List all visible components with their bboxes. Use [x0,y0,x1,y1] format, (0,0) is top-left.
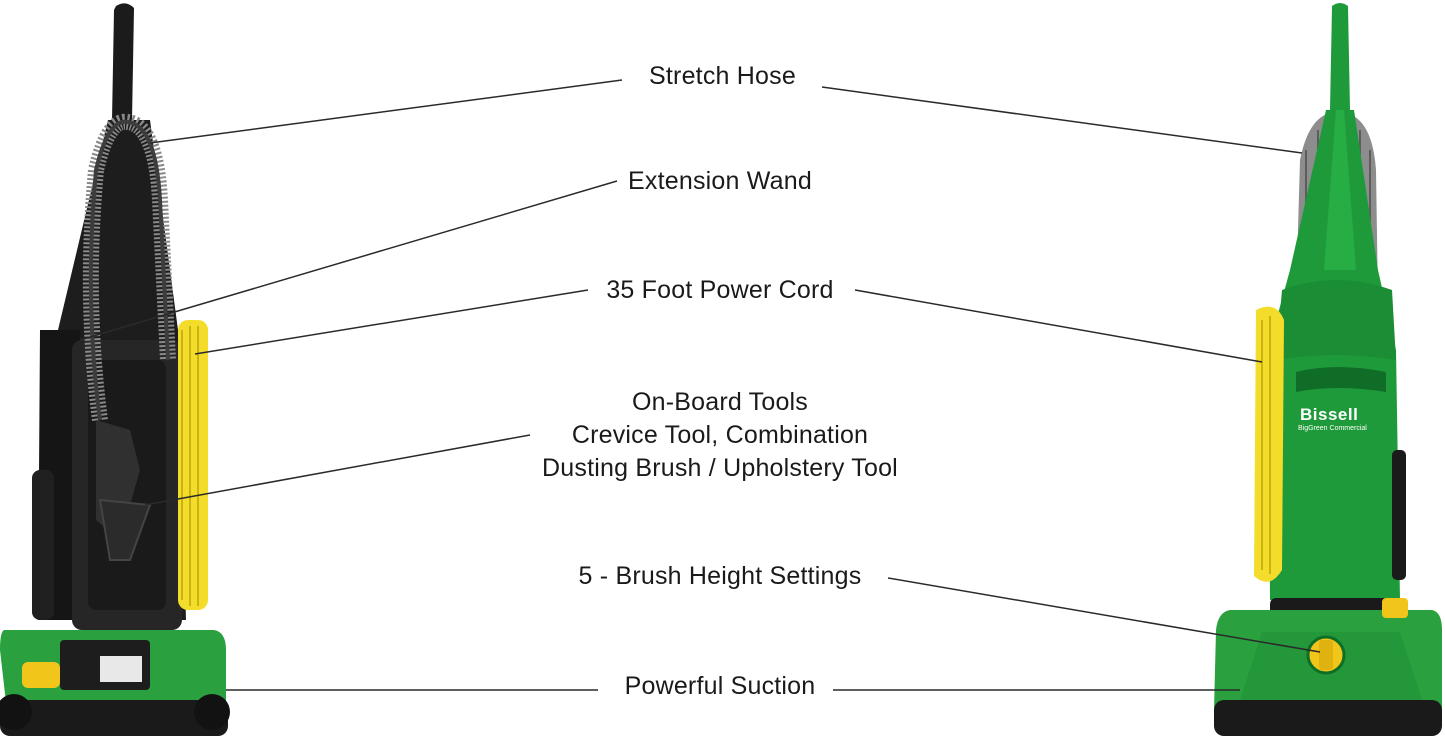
rear-handle [112,3,134,120]
callout-stretch-hose-text: Stretch Hose [649,62,796,90]
leader-cord-right [854,289,1263,363]
rear-power-cord [178,320,208,610]
front-handle [1330,3,1350,110]
callout-power-cord: 35 Foot Power Cord [560,274,880,307]
leader-cord-left [194,289,589,355]
callout-onboard-tools-line2: Crevice Tool, Combination [571,421,869,449]
rear-wheel-left [0,694,32,730]
rear-yellow-pedal [22,662,60,688]
vacuum-rear-view [0,3,230,736]
callout-suction-text: Powerful Suction [624,672,816,700]
callout-extension-wand: Extension Wand [560,165,880,198]
vacuum-front-view [1214,3,1442,736]
callout-extension-wand-text: Extension Wand [628,167,812,195]
callout-onboard-tools-line1: On-Board Tools [631,388,809,416]
bissell-logo: Bissell BigGreen Commercial [1298,405,1367,432]
svg-text:BigGreen Commercial: BigGreen Commercial [1298,425,1367,432]
front-hood [1276,280,1396,360]
callout-power-cord-text: 35 Foot Power Cord [606,276,834,304]
leader-tools [144,434,531,506]
callout-brush-height-text: 5 - Brush Height Settings [578,562,862,590]
callout-suction: Powerful Suction [560,670,880,703]
callout-onboard-tools: On-Board Tools Crevice Tool, Combination… [500,386,940,485]
svg-text:Bissell: Bissell [1300,405,1358,424]
callout-brush-height: 5 - Brush Height Settings [540,560,900,593]
leader-hose-right [821,86,1303,154]
leader-hose-left [149,79,623,144]
leader-brush [887,577,1321,653]
leader-wand [79,180,618,341]
leader-lines [79,79,1321,691]
callout-onboard-tools-line3: Dusting Brush / Upholstery Tool [542,454,898,482]
callout-stretch-hose: Stretch Hose [560,60,885,93]
front-yellow-pedal [1382,598,1408,618]
rear-wheel-right [194,694,230,730]
rear-crevice-tool [98,498,152,561]
rear-side-bump [32,470,54,620]
